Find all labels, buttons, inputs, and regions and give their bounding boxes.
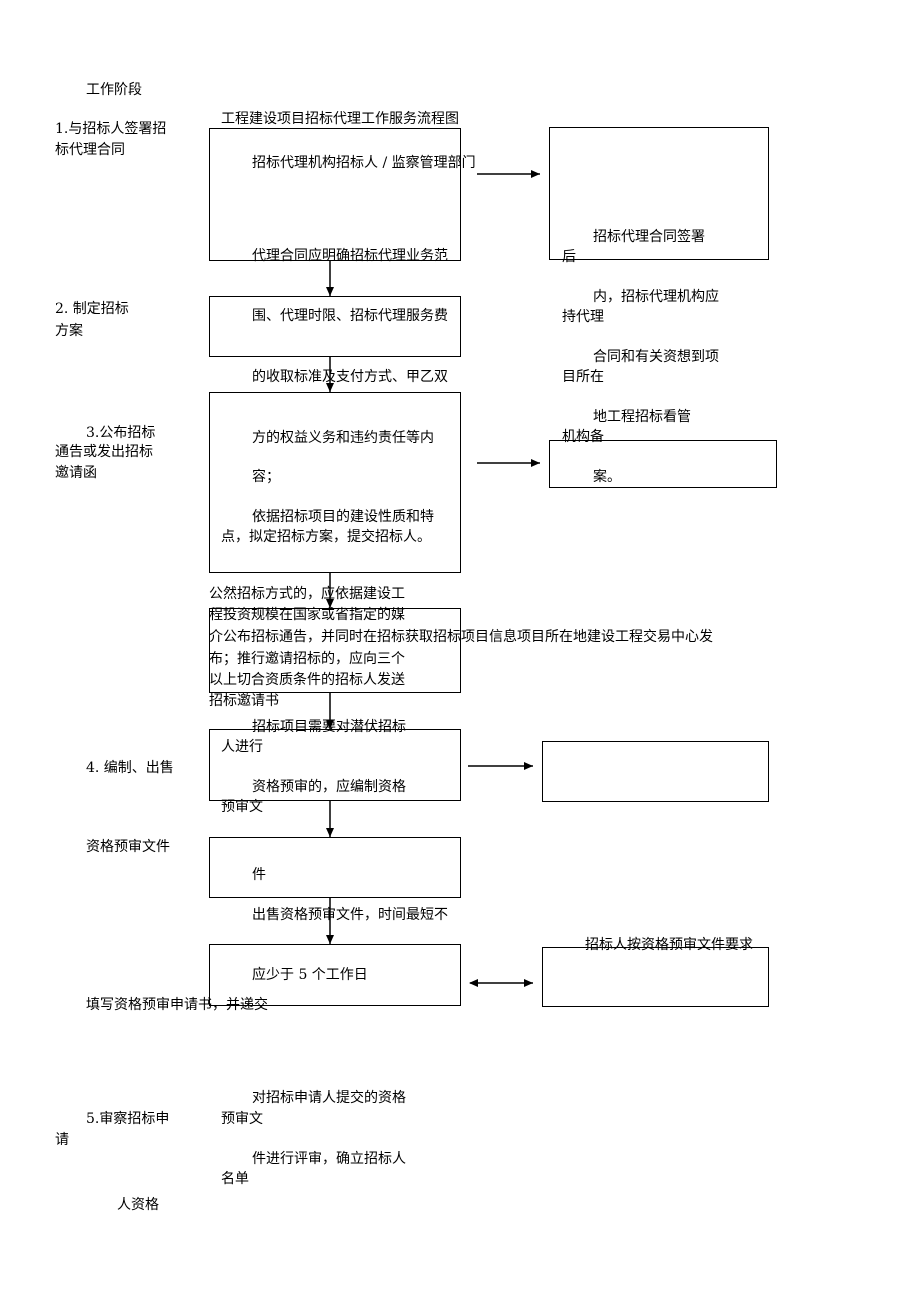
center-text-12: 布；推行邀请招标的，应向三个 xyxy=(209,651,405,667)
stage-1-line-1: 1.与招标人签署招 xyxy=(55,121,167,137)
center-text-10: 程投资规模在国家或省指定的媒 xyxy=(209,607,405,623)
center-text-24: 件进行评审，确立招标人 xyxy=(252,1151,406,1167)
center-text-3: 围、代理时限、招标代理服务费 xyxy=(252,308,448,324)
flow-box-prequal-file xyxy=(209,837,461,898)
side-box-announce xyxy=(549,440,777,488)
flow-box-plan xyxy=(209,296,461,357)
center-text-8: 点，拟定招标方案，提交招标人。 xyxy=(221,529,431,545)
flow-box-prequal-compile xyxy=(209,729,461,801)
center-text-5: 方的权益义务和违约责任等内 xyxy=(252,430,434,446)
center-text-9: 公然招标方式的，应依据建设工 xyxy=(209,586,405,602)
flow-box-announcement xyxy=(209,392,461,573)
flow-box-contract xyxy=(209,128,461,261)
stage-header: 工作阶段 xyxy=(86,82,142,98)
side-box-prequal xyxy=(542,741,769,802)
center-text-14: 招标邀请书 xyxy=(209,693,279,709)
diagram-title: 工程建设项目招标代理工作服务流程图 xyxy=(221,111,459,127)
right-text-6: 目所在 xyxy=(562,369,604,385)
center-text-20: 出售资格预审文件，时间最短不 xyxy=(252,907,448,923)
center-text-6: 容； xyxy=(252,469,280,485)
center-text-11: 介公布招标通告，并同时在招标获取招标项目信息项目所在地建设工程交易中心发 xyxy=(209,629,713,645)
center-text-22: 对招标申请人提交的资格 xyxy=(252,1090,406,1106)
stage-3-line-1: 3.公布招标 xyxy=(86,425,156,441)
side-box-application xyxy=(542,947,769,1007)
stage-5-line-3: 人资格 xyxy=(117,1197,159,1213)
stage-2-line-1: 2. 制定招标 xyxy=(55,301,129,317)
center-text-21: 应少于 5 个工作日 xyxy=(252,967,368,983)
center-text-23: 预审文 xyxy=(221,1111,263,1127)
center-text-13: 以上切合资质条件的招标人发送 xyxy=(209,672,405,688)
stage-5-line-1: 5.审察招标申 xyxy=(86,1111,170,1127)
right-text-10: 招标人按资格预审文件要求 xyxy=(585,937,753,953)
stage-4-line-1: 4. 编制、出售 xyxy=(86,760,174,776)
stage-5-line-2: 请 xyxy=(55,1132,69,1148)
center-text-7: 依据招标项目的建设性质和特 xyxy=(252,509,434,525)
stage-3-line-2: 通告或发出招标 xyxy=(55,444,153,460)
center-text-17: 资格预审的，应编制资格 xyxy=(252,779,406,795)
right-text-3: 内，招标代理机构应 xyxy=(593,289,719,305)
right-text-1: 招标代理合同签署 xyxy=(593,229,705,245)
center-text-18: 预审文 xyxy=(221,799,263,815)
stage-4-line-3: 填写资格预审申请书，并递交 xyxy=(86,997,268,1013)
center-text-1: 招标代理机构招标人 / 监察管理部门 xyxy=(252,155,476,171)
flow-box-sale xyxy=(209,944,461,1006)
stage-2-line-2: 方案 xyxy=(55,323,83,339)
stage-1-line-2: 标代理合同 xyxy=(55,142,125,158)
right-text-8: 机构备 xyxy=(562,429,604,445)
stage-4-line-2: 资格预审文件 xyxy=(86,839,170,855)
center-text-4: 的收取标准及支付方式、甲乙双 xyxy=(252,369,448,385)
right-text-7: 地工程招标看管 xyxy=(593,409,691,425)
right-text-4: 持代理 xyxy=(562,309,604,325)
right-text-9: 案。 xyxy=(593,469,621,485)
center-text-19: 件 xyxy=(252,867,266,883)
center-text-25: 名单 xyxy=(221,1171,249,1187)
right-text-2: 后 xyxy=(562,249,576,265)
center-text-15: 招标项目需要对潜伏招标 xyxy=(252,719,406,735)
center-text-2: 代理合同应明确招标代理业务范 xyxy=(252,248,448,264)
side-box-record xyxy=(549,127,769,260)
right-text-5: 合同和有关资想到项 xyxy=(593,349,719,365)
center-text-16: 人进行 xyxy=(221,739,263,755)
stage-3-line-3: 邀请函 xyxy=(55,465,97,481)
flow-box-publish xyxy=(209,608,461,693)
